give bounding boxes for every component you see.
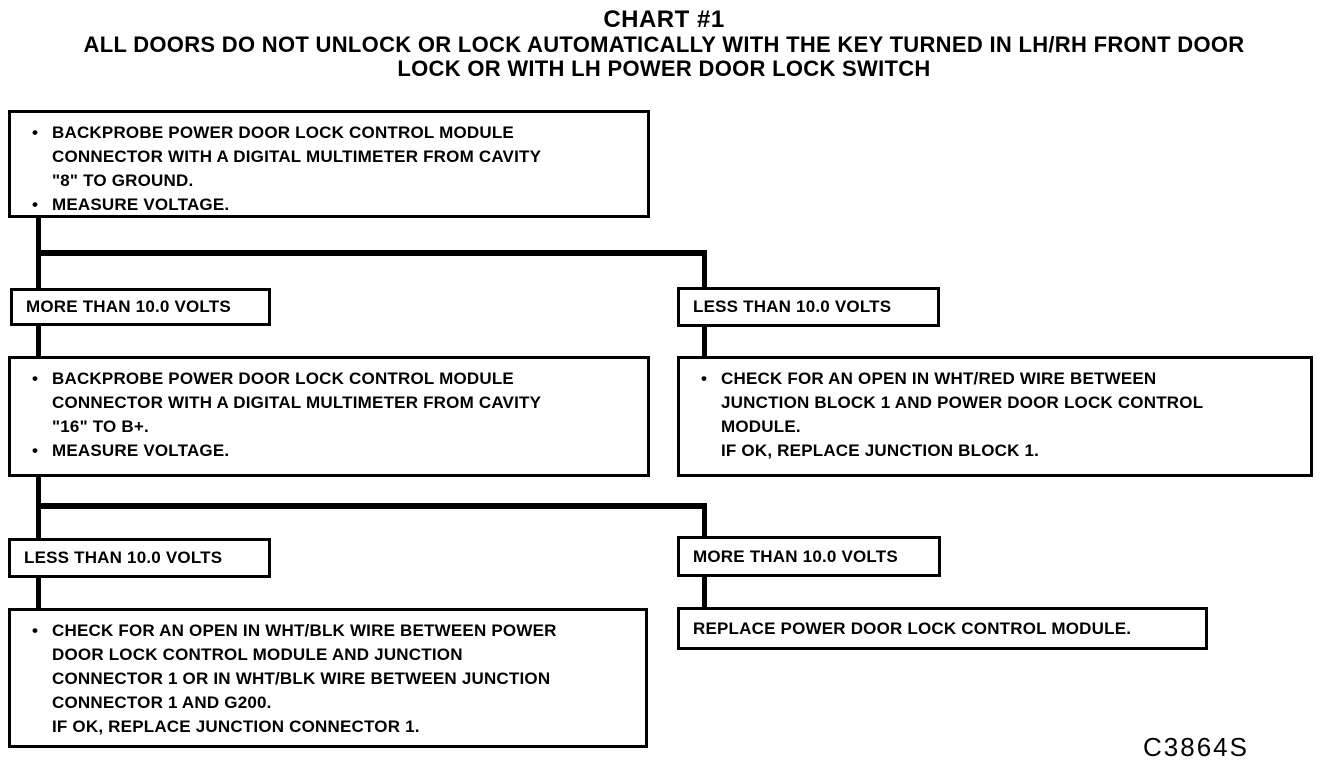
bullet-icon: • <box>32 621 38 640</box>
step1-box: • BACKPROBE POWER DOOR LOCK CONTROL MODU… <box>8 110 650 218</box>
result-label-more-than-10v: MORE THAN 10.0 VOLTS <box>10 288 271 326</box>
figure-code: C3864S <box>1143 732 1249 762</box>
connector-hline-branch1 <box>36 250 707 256</box>
step2-right-box: • CHECK FOR AN OPEN IN WHT/RED WIRE BETW… <box>677 356 1313 477</box>
chart-subtitle-line2: LOCK OR WITH LH POWER DOOR LOCK SWITCH <box>397 56 931 81</box>
connector-hline-branch2 <box>36 503 707 509</box>
result-label-less-than-10v: LESS THAN 10.0 VOLTS <box>677 287 940 327</box>
bullet-icon: • <box>32 369 38 388</box>
bullet-item: • MEASURE VOLTAGE. <box>29 439 637 463</box>
bullet-icon: • <box>32 441 38 460</box>
bullet-item: • BACKPROBE POWER DOOR LOCK CONTROL MODU… <box>29 367 637 439</box>
bullet-text: BACKPROBE POWER DOOR LOCK CONTROL MODULE… <box>52 123 542 190</box>
bullet-item: • CHECK FOR AN OPEN IN WHT/BLK WIRE BETW… <box>29 619 635 739</box>
bullet-item: • CHECK FOR AN OPEN IN WHT/RED WIRE BETW… <box>698 367 1300 463</box>
bullet-text: CHECK FOR AN OPEN IN WHT/BLK WIRE BETWEE… <box>52 621 557 736</box>
bullet-icon: • <box>32 123 38 142</box>
chart-title: CHART #1 <box>603 6 725 33</box>
bullet-icon: • <box>32 195 38 214</box>
result-label-more-than-10v-2: MORE THAN 10.0 VOLTS <box>677 536 941 577</box>
chart-header: CHART #1 ALL DOORS DO NOT UNLOCK OR LOCK… <box>0 6 1328 81</box>
action-label-replace-module: REPLACE POWER DOOR LOCK CONTROL MODULE. <box>677 607 1208 650</box>
connector-vline-step1-to-step2-left <box>36 218 41 356</box>
bullet-text: MEASURE VOLTAGE. <box>52 441 230 460</box>
result-label-less-than-10v-2: LESS THAN 10.0 VOLTS <box>8 538 271 578</box>
bullet-item: • MEASURE VOLTAGE. <box>29 193 637 217</box>
bullet-text: MEASURE VOLTAGE. <box>52 195 230 214</box>
bullet-item: • BACKPROBE POWER DOOR LOCK CONTROL MODU… <box>29 121 637 193</box>
bullet-text: CHECK FOR AN OPEN IN WHT/RED WIRE BETWEE… <box>721 369 1204 460</box>
step3-left-box: • CHECK FOR AN OPEN IN WHT/BLK WIRE BETW… <box>8 608 648 748</box>
bullet-icon: • <box>701 369 707 388</box>
step2-left-box: • BACKPROBE POWER DOOR LOCK CONTROL MODU… <box>8 356 650 477</box>
bullet-text: BACKPROBE POWER DOOR LOCK CONTROL MODULE… <box>52 369 542 436</box>
chart-subtitle-line1: ALL DOORS DO NOT UNLOCK OR LOCK AUTOMATI… <box>83 32 1245 57</box>
